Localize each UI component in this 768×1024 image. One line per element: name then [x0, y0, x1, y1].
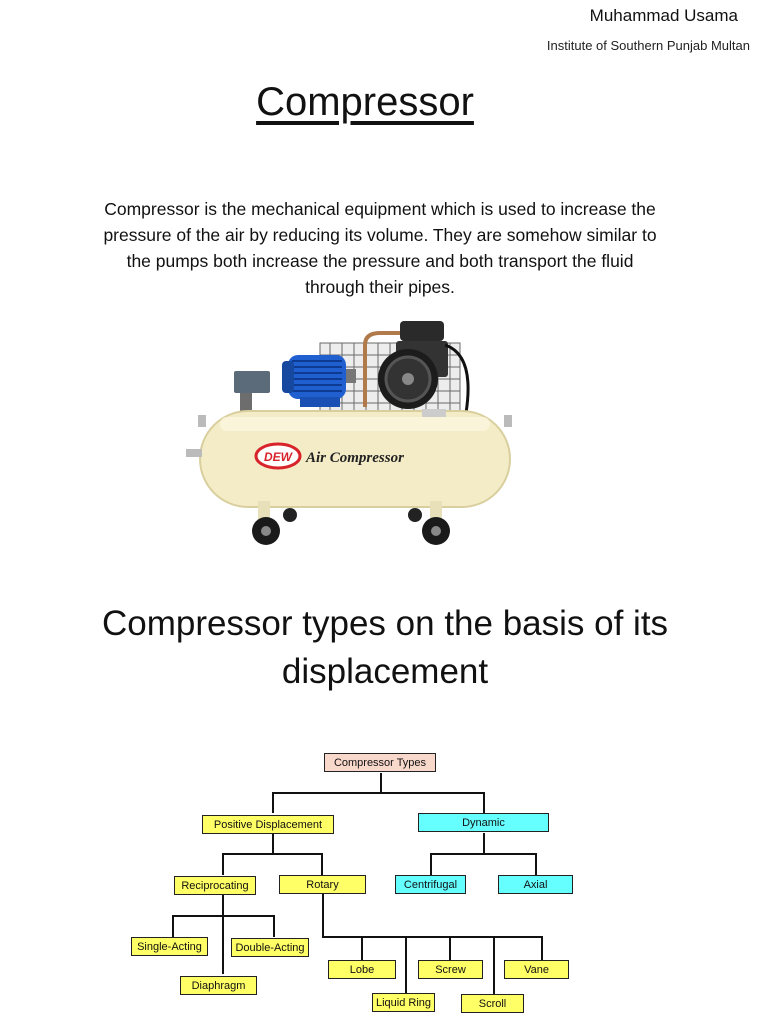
connector — [449, 936, 451, 960]
node-scroll: Scroll — [461, 994, 524, 1013]
connector — [430, 853, 536, 855]
connector — [493, 936, 495, 995]
page-title: Compressor — [256, 80, 474, 124]
connector — [361, 936, 363, 960]
node-double-acting: Double-Acting — [231, 938, 309, 957]
connector — [322, 894, 324, 937]
brand-logo: DEW — [254, 442, 302, 470]
node-single-acting: Single-Acting — [131, 937, 208, 956]
node-liquid-ring: Liquid Ring — [372, 993, 435, 1012]
connector — [222, 894, 224, 974]
node-screw: Screw — [418, 960, 483, 979]
connector — [322, 936, 542, 938]
node-positive-displacement: Positive Displacement — [202, 815, 334, 834]
connector — [483, 833, 485, 854]
institute-name: Institute of Southern Punjab Multan — [546, 38, 750, 53]
author-name: Muhammad Usama — [589, 6, 738, 25]
node-compressor-types: Compressor Types — [324, 753, 436, 772]
connector — [535, 853, 537, 875]
connector — [273, 915, 275, 937]
node-reciprocating: Reciprocating — [174, 876, 256, 895]
connector — [405, 936, 407, 993]
connector — [272, 792, 484, 794]
node-dynamic: Dynamic — [418, 813, 549, 832]
connector — [541, 936, 543, 960]
tank-label: Air Compressor — [305, 450, 404, 466]
air-compressor-image: DEW Air Compressor — [186, 321, 512, 545]
node-lobe: Lobe — [328, 960, 396, 979]
discharge-pipe — [363, 331, 405, 407]
electric-motor — [282, 355, 356, 407]
connector — [272, 792, 274, 813]
connector — [172, 915, 274, 917]
intro-paragraph: Compressor is the mechanical equipment w… — [103, 199, 657, 297]
section-heading: Compressor types on the basis of its dis… — [101, 604, 669, 691]
node-vane: Vane — [504, 960, 569, 979]
node-diaphragm: Diaphragm — [180, 976, 257, 995]
air-tank — [186, 409, 512, 508]
node-axial: Axial — [498, 875, 573, 894]
node-rotary: Rotary — [279, 875, 366, 894]
svg-text:DEW: DEW — [264, 450, 294, 464]
connector — [272, 833, 274, 854]
node-centrifugal: Centrifugal — [395, 875, 466, 894]
connector — [483, 792, 485, 813]
connector — [222, 853, 224, 875]
connector — [430, 853, 432, 875]
compressor-head — [378, 321, 470, 414]
connector — [380, 773, 382, 793]
connector — [222, 853, 322, 855]
connector — [321, 853, 323, 875]
wheels — [252, 501, 450, 545]
connector — [172, 915, 174, 937]
pressure-switch — [234, 371, 270, 415]
